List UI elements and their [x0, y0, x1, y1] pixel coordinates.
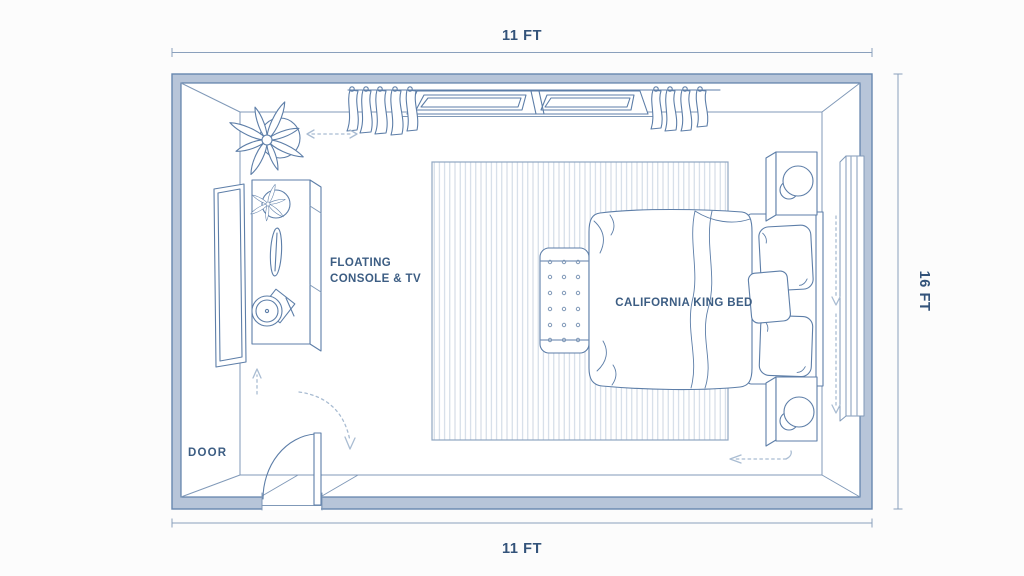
turned-sheet: [689, 210, 751, 389]
bench: [539, 247, 590, 354]
starburst-decor: [229, 101, 304, 175]
dimension-bottom-label: 11 FT: [502, 541, 542, 557]
tv: [213, 183, 247, 368]
headboard-panel: [839, 155, 865, 422]
bed-frame-edge: [815, 211, 824, 387]
dimension-top: 11 FT: [171, 28, 873, 57]
dashed-arrow-curtain: [306, 129, 358, 139]
dashed-arrow-console: [252, 368, 262, 395]
dimension-bottom: 11 FT: [171, 518, 873, 557]
lamp: [782, 165, 814, 197]
curtain-left: [346, 86, 419, 136]
dimension-right-label: 16 FT: [916, 271, 932, 312]
door: [261, 432, 359, 511]
duvet: [588, 208, 753, 391]
nightstand-bottom: [765, 376, 818, 447]
dashed-arrow-door-swing: [298, 391, 356, 450]
label-console-line2: CONSOLE & TV: [330, 273, 421, 285]
dimension-right: 16 FT: [893, 73, 932, 510]
door-swing-arc: [262, 433, 316, 500]
door-leaf: [313, 432, 322, 506]
lamp: [783, 396, 815, 428]
label-bed: CALIFORNIA KING BED: [615, 297, 753, 309]
pillow: [758, 314, 814, 378]
floating-console: [250, 179, 322, 352]
dashed-arrow-bedside-upper: [831, 215, 841, 306]
dashed-arrow-bedside-lower: [831, 313, 841, 414]
console-tray: [269, 227, 283, 277]
accent-pillow: [747, 270, 791, 324]
dimension-top-label: 11 FT: [502, 28, 542, 44]
curtain-right: [650, 86, 709, 132]
label-door: DOOR: [188, 447, 227, 459]
label-console: FLOATING CONSOLE & TV: [330, 257, 421, 285]
nightstand-top: [765, 151, 818, 222]
console-clock: [251, 288, 296, 327]
bed: [588, 208, 824, 391]
dashed-arrow-foot-of-bed: [729, 450, 792, 464]
label-console-line1: FLOATING: [330, 257, 391, 269]
console-plant: [250, 183, 291, 222]
